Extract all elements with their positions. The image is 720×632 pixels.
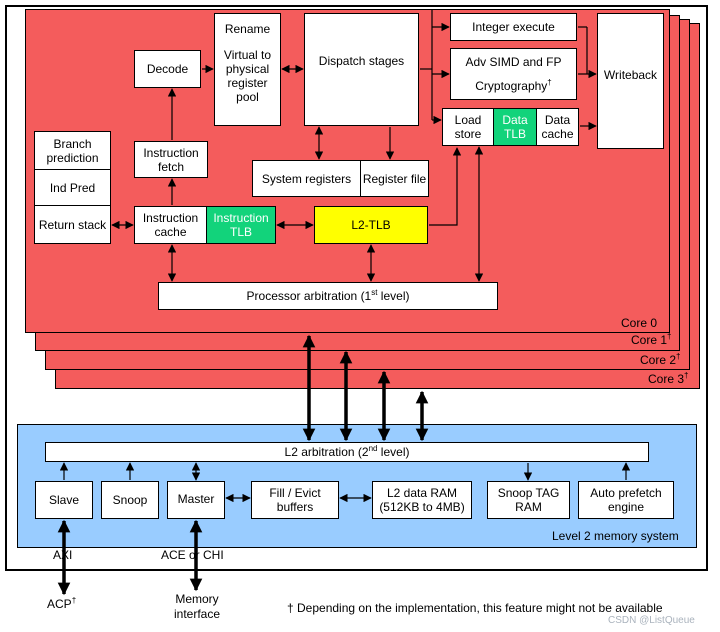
snoop-tag-ram-block: Snoop TAG RAM xyxy=(487,481,570,519)
l2-arbitration-block: L2 arbitration (2nd level) xyxy=(45,442,649,462)
l2-data-ram-label: L2 data RAM xyxy=(386,486,458,500)
core-0-label: Core 0 xyxy=(621,316,658,330)
writeback-block: Writeback xyxy=(597,13,664,149)
acp-label: ACP† xyxy=(47,596,77,612)
ind-pred-block: Ind Pred xyxy=(34,169,111,206)
instruction-cache-block: Instruction cache xyxy=(134,206,207,244)
rename-label: Rename xyxy=(224,22,271,36)
rename-block: Rename Virtual to physical register pool xyxy=(214,13,281,126)
core-3-label: Core 3† xyxy=(648,371,689,387)
watermark: CSDN @ListQueue xyxy=(608,615,695,626)
l2-data-ram-size: (512KB to 4MB) xyxy=(379,500,465,514)
decode-block: Decode xyxy=(134,50,201,88)
level-2-memory-system-label: Level 2 memory system xyxy=(552,529,679,543)
data-tlb-block: Data TLB xyxy=(493,108,537,146)
integer-execute-block: Integer execute xyxy=(450,13,577,41)
system-registers-block: System registers xyxy=(252,160,361,197)
instruction-fetch-block: Instruction fetch xyxy=(134,141,208,178)
register-file-block: Register file xyxy=(360,160,429,197)
load-store-block: Load store xyxy=(442,108,494,146)
cryptography-label: Cryptography† xyxy=(475,78,552,94)
core-1-label: Core 1† xyxy=(631,332,672,348)
slave-block: Slave xyxy=(35,481,93,519)
snoop-block: Snoop xyxy=(101,481,159,519)
dispatch-block: Dispatch stages xyxy=(304,13,419,126)
data-cache-block: Data cache xyxy=(536,108,579,146)
l2-tlb-block: L2-TLB xyxy=(314,206,428,244)
register-pool-label: Virtual to physical register pool xyxy=(223,48,272,104)
master-block: Master xyxy=(167,481,225,519)
auto-prefetch-engine-block: Auto prefetch engine xyxy=(578,481,674,519)
fill-evict-buffers-block: Fill / Evict buffers xyxy=(251,481,339,519)
core-2-label: Core 2† xyxy=(640,352,681,368)
return-stack-block: Return stack xyxy=(34,205,111,244)
processor-arbitration-block: Processor arbitration (1st level) xyxy=(158,282,498,310)
ace-chi-label: ACE or CHI xyxy=(161,548,224,562)
branch-prediction-block: Branch prediction xyxy=(34,131,111,170)
instruction-tlb-block: Instruction TLB xyxy=(206,206,276,244)
axi-label: AXI xyxy=(53,548,73,562)
footnote: † Depending on the implementation, this … xyxy=(287,601,663,615)
memory-interface-label: Memory interface xyxy=(173,592,221,621)
adv-simd-label: Adv SIMD and FP xyxy=(465,55,562,69)
adv-simd-fp-block: Adv SIMD and FP Cryptography† xyxy=(450,48,577,100)
l2-data-ram-block: L2 data RAM (512KB to 4MB) xyxy=(372,481,472,519)
